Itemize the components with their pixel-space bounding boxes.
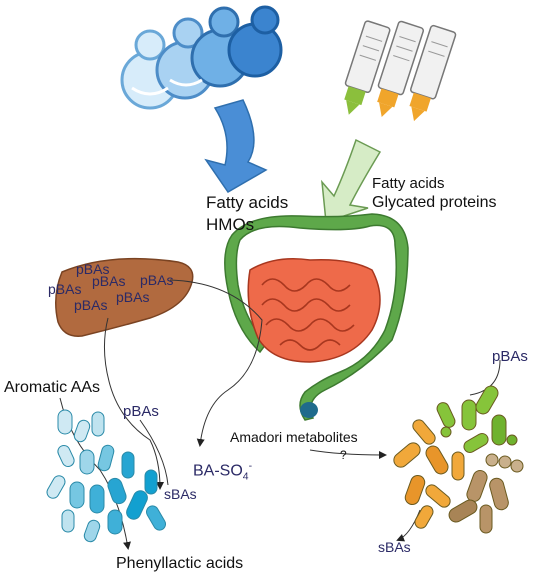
formula-arrow xyxy=(321,138,382,224)
left-sbas-label: sBAs xyxy=(164,486,197,502)
intestine-icon xyxy=(224,213,409,421)
amadori-metabolites-label: Amadori metabolites xyxy=(230,429,358,445)
breastfed-input-hmos: HMOs xyxy=(206,215,255,234)
liver-pbas-label: pBAs xyxy=(74,297,108,313)
ba-so4-label: BA-SO4- xyxy=(193,461,253,483)
liver-pbas-label: pBAs xyxy=(116,289,150,305)
liver-pbas-label: pBAs xyxy=(92,273,126,289)
left-pbas-label: pBAs xyxy=(123,403,159,420)
liver-pbas-label: pBAs xyxy=(140,272,174,288)
formula-input-glycated-proteins: Glycated proteins xyxy=(372,194,497,211)
bacteria-cluster-icon xyxy=(46,409,166,543)
phenyllactic-acids-label: Phenyllactic acids xyxy=(116,555,244,572)
aromatic-aas-label: Aromatic AAs xyxy=(4,379,101,396)
formula-bottle-icon xyxy=(344,20,457,122)
connector-lines xyxy=(59,279,501,550)
liver-pbas-label: pBAs xyxy=(48,281,82,297)
right-sbas-label: sBAs xyxy=(378,539,411,555)
breastfed-arrow xyxy=(204,99,268,193)
baby-group-icon xyxy=(120,5,283,110)
liver-pbas-label: pBAs xyxy=(76,261,110,277)
breastfed-input-fatty-acids: Fatty acids xyxy=(206,193,289,212)
bacteria-cluster-icon xyxy=(393,385,524,534)
right-pbas-label: pBAs xyxy=(492,348,528,365)
amadori-question-mark: ? xyxy=(340,448,347,462)
formula-input-fatty-acids: Fatty acids xyxy=(372,175,445,192)
liver-icon xyxy=(55,257,194,337)
